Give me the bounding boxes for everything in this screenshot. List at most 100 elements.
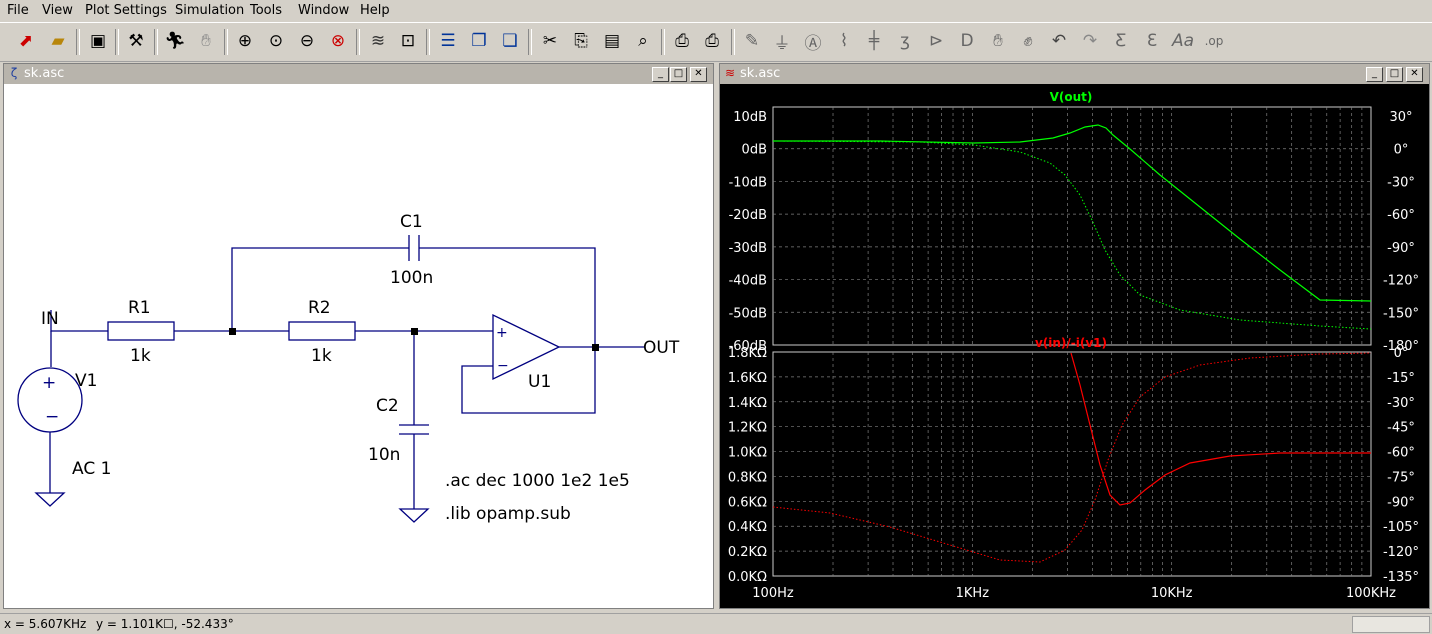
zoom-cancel-icon[interactable]: ⊗ xyxy=(330,31,346,51)
schematic-canvas[interactable]: IN OUT R1 1k R2 1k C1 100n C2 10n V1 AC … xyxy=(4,85,712,607)
wire-in[interactable] xyxy=(50,310,108,332)
inductor-icon[interactable]: ʒ xyxy=(900,31,910,51)
zin-magnitude-trace[interactable] xyxy=(1070,352,1371,506)
cascade-icon[interactable]: ❐ xyxy=(471,31,487,51)
pane2-right-tick: -30° xyxy=(1387,396,1415,411)
svg-text:−: − xyxy=(45,407,59,427)
menu-bar: File View Plot Settings Simulation Tools… xyxy=(0,0,1432,22)
find-icon[interactable]: ⌕ xyxy=(638,31,648,51)
status-bar: x = 5.607KHz y = 1.101K☐, -52.433° xyxy=(0,613,1432,634)
pane2-right-tick: 0° xyxy=(1394,346,1409,361)
pane2-right-tick: -135° xyxy=(1383,570,1419,585)
pane1-left-tick: -40dB xyxy=(729,274,767,289)
label-r1-value: 1k xyxy=(130,346,151,366)
menu-tools[interactable]: Tools xyxy=(250,3,283,18)
wire-icon[interactable]: ✎ xyxy=(744,31,760,51)
print-icon[interactable]: ⎙ xyxy=(705,31,719,51)
label-v1-value: AC 1 xyxy=(72,459,111,479)
r1-resistor[interactable] xyxy=(107,321,175,341)
r2-resistor[interactable] xyxy=(288,321,356,341)
trace-label-zin[interactable]: v(in)/-i(v1) xyxy=(1035,336,1107,350)
minimize-button[interactable]: _ xyxy=(652,67,669,82)
pane2-left-tick: 1.2KΩ xyxy=(728,421,767,436)
svg-text:−: − xyxy=(497,358,509,374)
svg-text:+: + xyxy=(42,373,56,393)
tile-vertical-icon[interactable]: ❏ xyxy=(502,31,518,51)
spice-directive-ac[interactable]: .ac dec 1000 1e2 1e5 xyxy=(445,471,630,491)
x-axis-tick: 1KHz xyxy=(956,586,990,601)
ground-icon[interactable]: ⏚ xyxy=(773,33,791,54)
pane1-right-tick: -120° xyxy=(1383,274,1419,289)
pane2-right-tick: -60° xyxy=(1387,446,1415,461)
schematic-window: ζ sk.asc _ □ ✕ xyxy=(3,63,714,609)
schematic-window-title: sk.asc xyxy=(24,66,65,81)
label-c2-value: 10n xyxy=(368,445,400,465)
menu-file[interactable]: File xyxy=(7,3,29,18)
tile-horizontal-icon[interactable]: ☰ xyxy=(440,31,456,51)
label-in: IN xyxy=(41,309,59,329)
label-c1: C1 xyxy=(400,212,423,232)
waveform-minimize-button[interactable]: _ xyxy=(1366,67,1383,82)
text-icon[interactable]: Aa xyxy=(1171,31,1195,51)
undo-icon[interactable]: ↶ xyxy=(1051,31,1067,51)
pane2-left-tick: 0.4KΩ xyxy=(728,520,767,535)
drag-icon[interactable]: ✊︎ xyxy=(1023,31,1033,51)
print-preview-icon[interactable]: ⎙ xyxy=(675,31,689,51)
mirror-icon[interactable]: Ɛ xyxy=(1146,31,1158,51)
control-panel-icon[interactable]: ⚒ xyxy=(128,31,144,51)
plot-settings-icon[interactable]: ⊡ xyxy=(400,31,416,51)
zin-phase-trace[interactable] xyxy=(772,352,1372,563)
maximize-button[interactable]: □ xyxy=(670,67,687,82)
menu-simulation[interactable]: Simulation xyxy=(175,3,245,18)
waveform-close-button[interactable]: ✕ xyxy=(1406,67,1423,82)
save-icon[interactable]: ▣ xyxy=(89,31,107,51)
menu-plot-settings[interactable]: Plot Settings xyxy=(85,3,167,18)
menu-window[interactable]: Window xyxy=(298,3,350,18)
pane1-right-tick: -60° xyxy=(1387,208,1415,223)
pane1-right-tick: 0° xyxy=(1394,143,1409,158)
waveform-titlebar: ≋ sk.asc _ □ ✕ xyxy=(720,64,1429,84)
waveform-maximize-button[interactable]: □ xyxy=(1386,67,1403,82)
vout-phase-trace[interactable] xyxy=(772,140,1372,330)
close-button[interactable]: ✕ xyxy=(690,67,707,82)
rotate-icon[interactable]: Ƹ xyxy=(1115,31,1127,51)
resistor-icon[interactable]: ⌇ xyxy=(839,31,849,51)
pane1-right-tick: -90° xyxy=(1387,241,1415,256)
capacitor-icon[interactable]: ╪ xyxy=(868,31,880,51)
paste-icon[interactable]: ▤ xyxy=(603,31,621,51)
open-icon[interactable]: ▰ xyxy=(51,31,65,51)
zoom-area-icon[interactable]: ⊙ xyxy=(268,31,284,51)
run-icon[interactable]: 🏃︎ xyxy=(164,31,186,51)
redo-icon[interactable]: ↷ xyxy=(1082,31,1098,51)
x-axis-tick: 100Hz xyxy=(752,586,794,601)
vout-magnitude-trace[interactable] xyxy=(773,124,1372,302)
autorange-icon[interactable]: ≋ xyxy=(370,31,386,51)
x-axis-tick: 100KHz xyxy=(1346,586,1396,601)
spice-directive-lib[interactable]: .lib opamp.sub xyxy=(445,504,571,524)
component-icon[interactable]: D xyxy=(960,31,974,51)
halt-icon[interactable]: ✋︎ xyxy=(201,31,211,51)
pane2-left-tick: 1.0KΩ xyxy=(728,446,767,461)
pane1-left-tick: -50dB xyxy=(729,306,767,321)
move-icon[interactable]: ✋︎ xyxy=(993,31,1003,51)
menu-help[interactable]: Help xyxy=(360,3,390,18)
label-r2: R2 xyxy=(308,298,331,318)
menu-view[interactable]: View xyxy=(42,3,73,18)
cut-icon[interactable]: ✂ xyxy=(542,31,558,51)
u1-opamp[interactable] xyxy=(492,313,561,381)
zoom-out-icon[interactable]: ⊖ xyxy=(299,31,315,51)
label-icon[interactable]: Ⓐ xyxy=(804,33,822,54)
copy-icon[interactable]: ⎘ xyxy=(574,31,588,51)
spice-directive-icon[interactable]: .op xyxy=(1204,34,1224,48)
label-c2: C2 xyxy=(376,396,399,416)
trace-label-vout[interactable]: V(out) xyxy=(1050,90,1093,104)
pane2-left-tick: 1.8KΩ xyxy=(728,346,767,361)
toolbar: ⬈ ▰ ▣ ⚒ 🏃︎ ✋︎ ⊕ ⊙ ⊖ ⊗ ≋ ⊡ ☰ ❐ ❏ ✂ ⎘ ▤ ⌕ … xyxy=(0,22,1432,62)
pane1-left-tick: 0dB xyxy=(742,143,767,158)
label-v1: V1 xyxy=(75,371,97,391)
zoom-in-icon[interactable]: ⊕ xyxy=(237,31,253,51)
new-schematic-icon[interactable]: ⬈ xyxy=(18,31,34,51)
cursor-x-readout: x = 5.607KHz xyxy=(4,617,87,631)
diode-icon[interactable]: ⊳ xyxy=(928,31,944,51)
